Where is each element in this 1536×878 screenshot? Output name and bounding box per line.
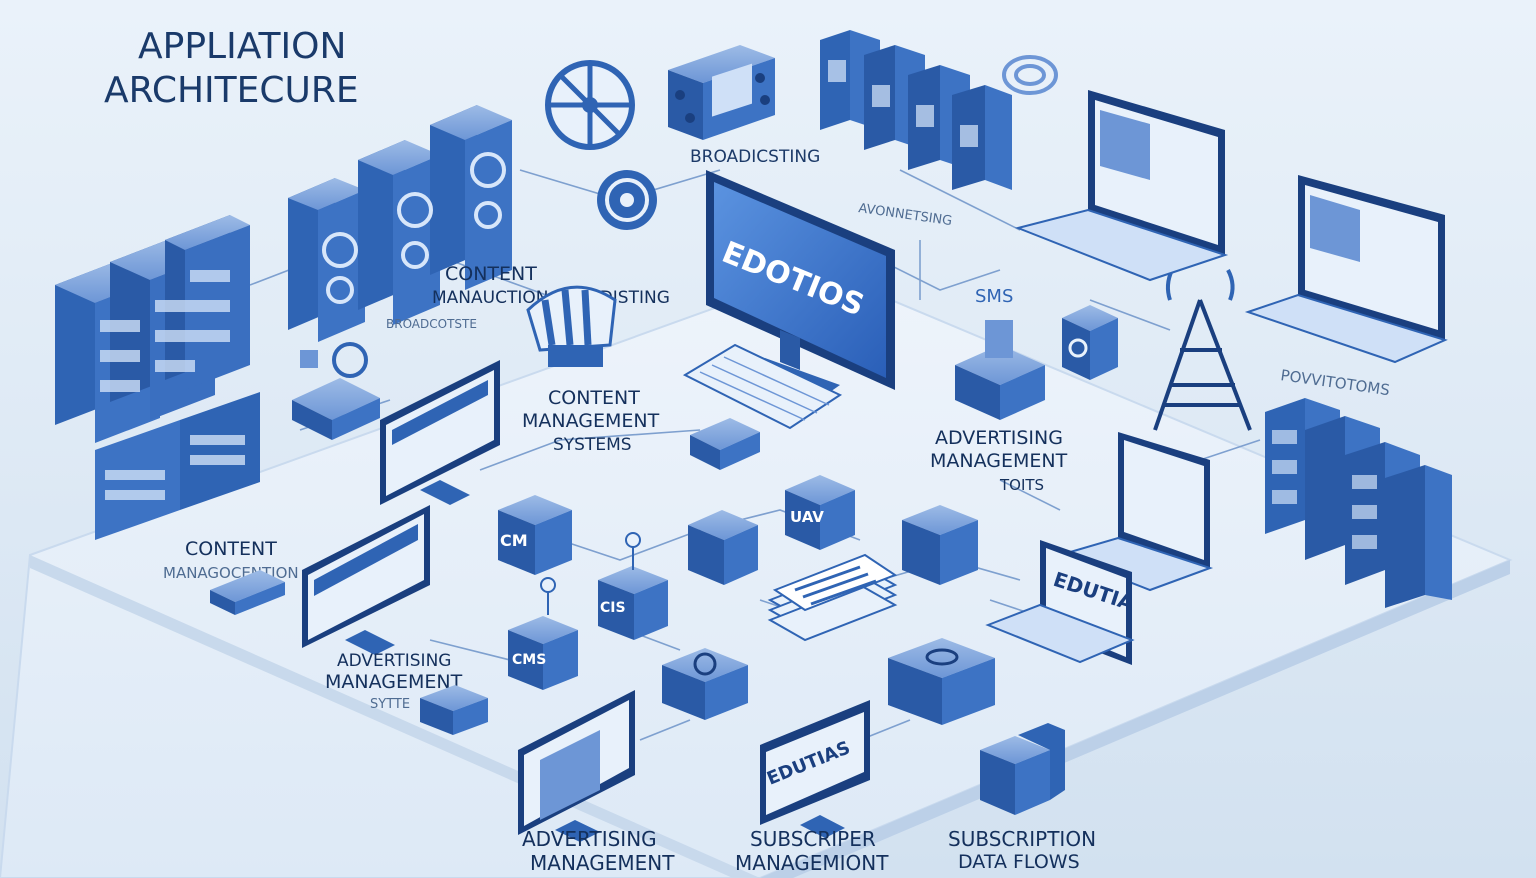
server-cluster-top: [820, 30, 1012, 190]
label-ad-mgmt-tools-3: TOITS: [999, 476, 1044, 494]
label-ad-mgmt-tools-1: ADVERTISING: [935, 427, 1063, 449]
monitor-bottom-center: EDUTIAS: [760, 700, 870, 838]
antenna-tower: [1153, 269, 1252, 431]
keyboard-icon: [682, 343, 843, 430]
rack-stack-center-right: [955, 320, 1045, 420]
small-cube-left: [420, 685, 488, 735]
badge-icon: [597, 170, 657, 230]
label-content-manaduction-1: CONTENT: [445, 263, 537, 285]
label-cms-1: CONTENT: [548, 387, 640, 409]
laptop-edutia: EDUTIA: [985, 540, 1137, 665]
diagram-title: APPLIATION ARCHITECURE: [104, 26, 359, 111]
cloud-swirl-icon: [1002, 55, 1058, 95]
monitor-lower-left: [302, 505, 430, 655]
speaker-towers: [288, 105, 512, 342]
label-cms-3: SYSTEMS: [553, 435, 632, 455]
storage-racks-right: [1265, 398, 1452, 608]
label-subscriber-mgmt-2: MANAGEMIONT: [735, 851, 889, 875]
cube-cms: CMS: [508, 616, 578, 690]
label-ad-mgmt-bottom-1: ADVERTISING: [522, 827, 657, 851]
server-stack-bottom-right: [888, 638, 995, 725]
media-box: [668, 45, 775, 140]
server-stack-bottom-center: [662, 648, 748, 720]
storefront-icon: [526, 285, 617, 367]
label-subscription-flows-2: DATA FLOWS: [958, 851, 1080, 873]
label-ad-mgmt-tools-2: MANAGEMENT: [930, 450, 1068, 472]
monitor-left-center: [380, 360, 500, 505]
label-advertising-top: AVONNETSING: [857, 201, 953, 229]
label-sms: SMS: [975, 286, 1013, 307]
router-device: [690, 418, 760, 470]
laptop-top-right: [1014, 90, 1229, 282]
pin-icons: [540, 532, 641, 615]
wall-panel-left: [95, 392, 260, 540]
cube-cis-label: CIS: [600, 600, 626, 616]
label-subscription-flows-1: SUBSCRIPTION: [948, 827, 1096, 851]
small-device-left: [210, 570, 285, 615]
label-powitotoms: POVVITOTOMS: [1279, 366, 1390, 399]
cube-cm-label: CM: [500, 531, 528, 550]
label-ad-mgmt-sys-1: ADVERTISING: [337, 651, 451, 671]
laptop-far-right: [1244, 175, 1448, 364]
label-content-manaduction-3: BROADCOTSTE: [386, 317, 477, 331]
title-line-2: ARCHITECURE: [104, 70, 359, 111]
server-rack-left: [55, 215, 250, 443]
cube-plain: [688, 510, 758, 585]
label-content-mgmt-left-1: CONTENT: [185, 538, 277, 560]
cube-uav-label: UAV: [790, 508, 824, 526]
cube-cis: CIS: [598, 566, 668, 640]
cube-cm: CM: [498, 495, 572, 575]
cube-cms-label: CMS: [512, 652, 546, 668]
cube-right: [902, 505, 978, 585]
label-broadcasting-top: BROADICSTING: [690, 147, 820, 167]
label-ad-mgmt-sys-3: SYTTE: [370, 697, 410, 712]
label-cms-2: MANAGEMENT: [522, 410, 660, 432]
document-stack: [767, 553, 898, 642]
label-ad-mgmt-bottom-2: MANAGEMENT: [530, 851, 675, 875]
monitor-bottom-left: [518, 690, 635, 842]
robot-device: [292, 342, 380, 440]
laptop-right-middle: [1056, 432, 1214, 592]
cube-ring-icon: [1062, 305, 1118, 380]
cube-uav: UAV: [785, 475, 855, 550]
title-line-1: APPLIATION: [138, 26, 346, 67]
label-subscriber-mgmt-1: SUBSCRIPER: [750, 827, 876, 851]
fan-device: [545, 60, 635, 150]
cube-pair-bottom-right: [980, 723, 1065, 815]
label-ad-mgmt-sys-2: MANAGEMENT: [325, 671, 463, 693]
